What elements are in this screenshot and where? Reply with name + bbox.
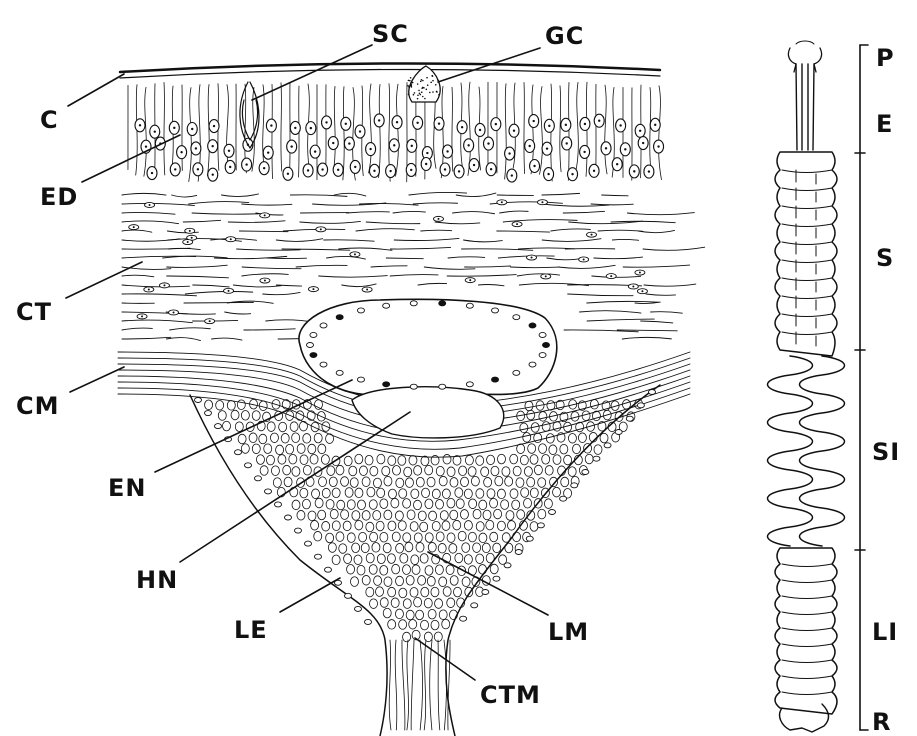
small-intestine (768, 356, 845, 546)
label-p: P (876, 44, 895, 72)
label-en: EN (108, 474, 146, 502)
pharynx (788, 48, 821, 72)
tissue-section (118, 63, 705, 736)
label-hn: HN (136, 566, 178, 594)
gut-diagram (768, 41, 845, 732)
gland-cell (409, 66, 440, 102)
label-ctm: CTM (480, 681, 541, 709)
large-intestine (775, 548, 837, 714)
epidermal-nerve (299, 299, 557, 395)
label-cm: CM (16, 392, 60, 420)
stomach (775, 152, 837, 356)
cuticle-line (120, 63, 660, 72)
label-sc: SC (372, 20, 409, 48)
esophagus (796, 64, 814, 150)
hypodermal-nerve (352, 387, 504, 438)
region-scale (855, 45, 868, 730)
sensory-cell (240, 82, 259, 148)
epidermis-nuclei (135, 114, 664, 182)
label-ed: ED (40, 183, 78, 211)
label-si: SI (872, 438, 900, 466)
label-lm: LM (548, 618, 589, 646)
label-ct: CT (16, 298, 52, 326)
connective-tissue-mesentery (389, 640, 450, 730)
label-le: LE (234, 616, 268, 644)
label-e: E (876, 110, 893, 138)
label-c: C (40, 106, 59, 134)
gut-region-labels: P E S SI LI R (872, 44, 900, 736)
label-s: S (876, 244, 894, 272)
label-li: LI (872, 618, 898, 646)
label-r: R (872, 708, 891, 736)
label-gc: GC (545, 22, 584, 50)
